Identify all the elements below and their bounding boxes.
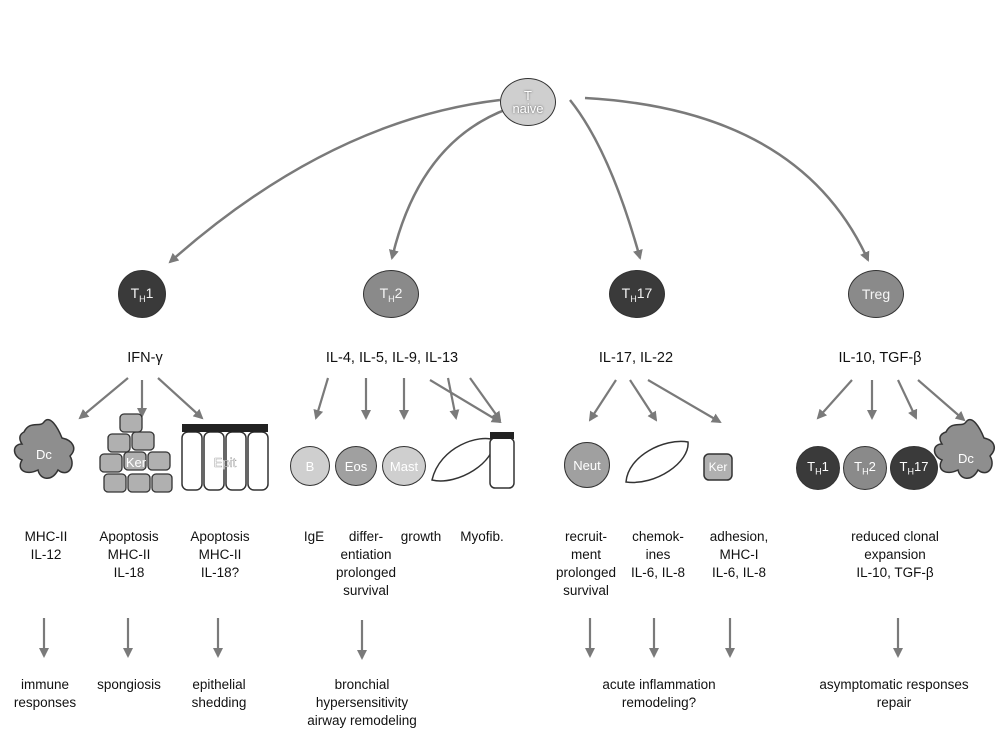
- th1-suffix: 1: [145, 284, 154, 301]
- epithelium-th2-cilia: [490, 432, 514, 439]
- th1-cell: TH1: [118, 270, 166, 318]
- outcome-asymptomatic: asymptomatic responses repair: [819, 677, 969, 710]
- t-naive-cell: T naive: [500, 78, 556, 126]
- th17-base: T: [621, 284, 631, 301]
- treg-cytokines: IL-10, TGF-β: [838, 350, 922, 366]
- neutrophil-cell: Neut: [564, 442, 610, 488]
- th1-cytokines: IFN-γ: [127, 350, 163, 366]
- effect-treg: reduced clonal expansion IL-10, TGF-β: [851, 529, 939, 580]
- outcome-arrows: [39, 618, 903, 660]
- treg-target-th1: TH1: [796, 446, 840, 490]
- dendritic-cell-right-label: Dc: [958, 451, 974, 466]
- neutrophil-label: Neut: [573, 457, 601, 473]
- eosinophil-label: Eos: [344, 458, 368, 474]
- treg-target-th2-base: T: [854, 459, 863, 475]
- eosinophil-cell: Eos: [335, 446, 377, 486]
- dendritic-cell-shape: [13, 418, 75, 479]
- th2-sub: H: [388, 293, 395, 304]
- th1-cytokine-arrows: [78, 377, 204, 420]
- effect-neut: recruit- ment prolonged survival: [555, 529, 617, 598]
- t-naive-line2: naive: [512, 101, 544, 116]
- effect-mast: growth: [400, 529, 442, 544]
- effect-eos: differ- entiation prolonged survival: [335, 529, 397, 598]
- treg-cytokine-arrows: [816, 379, 966, 422]
- th17-sub: H: [630, 293, 637, 304]
- mast-cell: Mast: [382, 446, 426, 486]
- fibroblast-th17-label: Fib: [647, 457, 667, 472]
- outcome-spongiosis: spongiosis: [97, 677, 161, 692]
- fibroblast-th2-label: Fib: [453, 457, 473, 472]
- arrow-naive-to-th1: [168, 98, 501, 264]
- th17-cell: TH17: [609, 270, 665, 318]
- th1-base: T: [130, 284, 140, 301]
- epithelium-cilia: [182, 424, 268, 432]
- th17-cytokine-arrows: [588, 379, 722, 424]
- keratinocyte-label: Ker: [126, 455, 147, 470]
- effect-fib17: chemok- ines IL-6, IL-8: [630, 529, 686, 580]
- effect-ker: Apoptosis MHC-II IL-18: [99, 529, 159, 580]
- treg-target-th17-base: T: [899, 459, 908, 475]
- dendritic-cell-right-shape: [933, 418, 995, 479]
- outcome-acute: acute inflammation remodeling?: [602, 677, 716, 710]
- outcome-bronchial: bronchial hypersensitivity airway remode…: [307, 677, 417, 728]
- outcome-epithelial: epithelial shedding: [191, 677, 247, 710]
- keratinocyte-th17-shape: [703, 453, 733, 481]
- epithelium-cells: [181, 431, 269, 491]
- epithelium-label: Epit: [214, 455, 237, 470]
- arrow-naive-to-th2: [388, 106, 511, 260]
- th1-sub: H: [139, 293, 146, 304]
- epithelium-th2-label: Epit: [491, 458, 513, 472]
- effect-epit: Apoptosis MHC-II IL-18?: [190, 529, 250, 580]
- outcome-immune: immune responses: [13, 677, 77, 710]
- keratinocyte-cluster: [99, 413, 173, 493]
- th2-suffix: 2: [394, 284, 403, 301]
- b-cell-label: B: [305, 458, 315, 474]
- treg-target-th2: TH2: [843, 446, 887, 490]
- th2-cell: TH2: [363, 270, 419, 318]
- th17-cytokines: IL-17, IL-22: [598, 350, 674, 366]
- mast-cell-label: Mast: [389, 458, 419, 474]
- b-cell: B: [290, 446, 330, 486]
- arrow-naive-to-treg: [584, 96, 870, 262]
- th17-suffix: 17: [636, 284, 653, 301]
- dendritic-cell-label: Dc: [36, 447, 52, 462]
- effect-dc: MHC-II IL-12: [24, 529, 68, 562]
- treg-target-th17: TH17: [890, 446, 938, 490]
- fibroblast-th17-shape: [625, 440, 689, 484]
- t-naive-line1: T: [524, 88, 532, 103]
- effect-fib: Myofib.: [460, 529, 504, 544]
- treg-cell: Treg: [848, 270, 904, 318]
- arrow-naive-to-th17: [569, 99, 643, 260]
- keratinocyte-th17-label: Ker: [708, 460, 728, 474]
- th2-cytokines: IL-4, IL-5, IL-9, IL-13: [325, 350, 459, 366]
- th2-cytokine-arrows: [313, 377, 502, 424]
- effect-ker17: adhesion, MHC-I IL-6, IL-8: [709, 529, 769, 580]
- effect-b: IgE: [303, 529, 325, 544]
- treg-label: Treg: [861, 286, 891, 302]
- treg-target-th1-base: T: [807, 459, 816, 475]
- th2-base: T: [379, 284, 389, 301]
